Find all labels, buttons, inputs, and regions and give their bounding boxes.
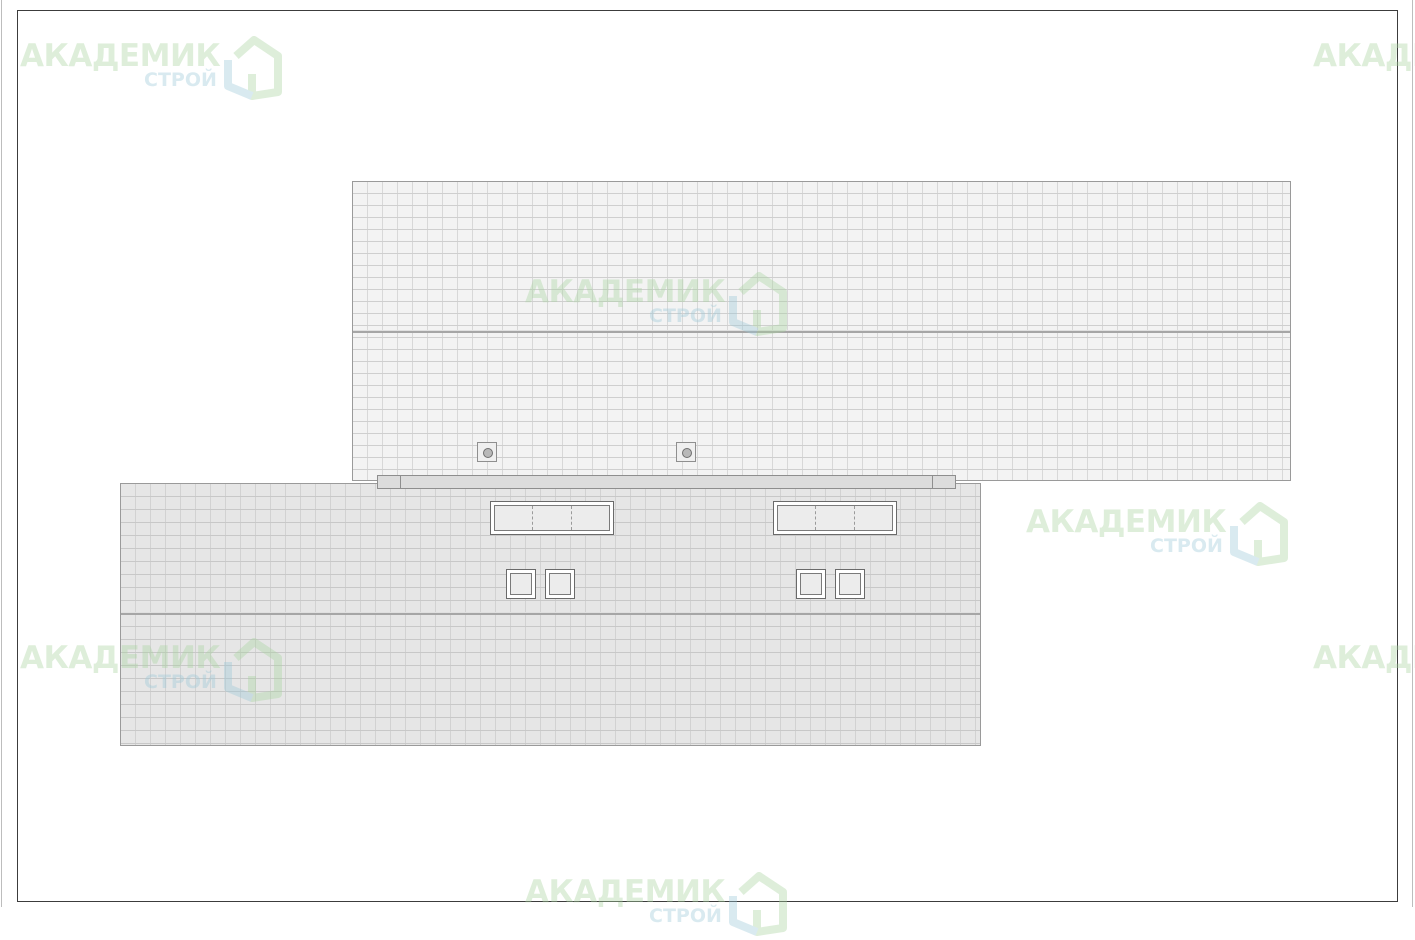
skylight-glass bbox=[510, 573, 532, 595]
vent-cap-icon bbox=[483, 448, 493, 458]
window-pane bbox=[572, 506, 609, 530]
roof-vent bbox=[477, 442, 497, 462]
skylight-glass bbox=[839, 573, 861, 595]
window-pane bbox=[778, 506, 817, 530]
watermark-brand-sub: СТРОЙ bbox=[649, 905, 722, 927]
skylight bbox=[835, 569, 865, 599]
skylight bbox=[545, 569, 575, 599]
window-pane bbox=[533, 506, 572, 530]
dormer-window bbox=[773, 501, 897, 535]
vent-cap-icon bbox=[682, 448, 692, 458]
window-pane bbox=[816, 506, 855, 530]
dormer-glass bbox=[494, 505, 610, 531]
upper-roof bbox=[352, 181, 1291, 481]
roof-vent bbox=[676, 442, 696, 462]
page-edge bbox=[1, 0, 1413, 907]
drawing-frame bbox=[17, 10, 1398, 902]
skylight bbox=[796, 569, 826, 599]
window-pane bbox=[855, 506, 892, 530]
dormer-window bbox=[490, 501, 614, 535]
skylight-glass bbox=[800, 573, 822, 595]
valley-gutter bbox=[377, 475, 956, 489]
skylight bbox=[506, 569, 536, 599]
upper-roof-ridge bbox=[353, 330, 1290, 333]
window-pane bbox=[495, 506, 534, 530]
lower-roof-ridge bbox=[121, 612, 980, 615]
skylight-glass bbox=[549, 573, 571, 595]
dormer-glass bbox=[777, 505, 893, 531]
